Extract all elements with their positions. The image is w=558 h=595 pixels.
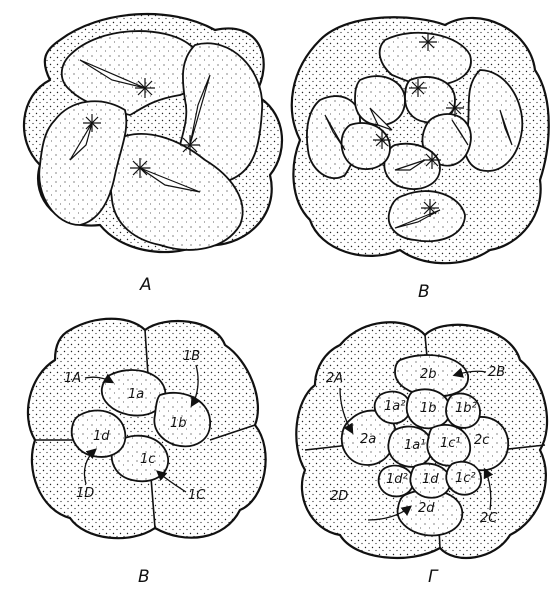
panel-g-label-1b2: 1b² — [455, 401, 477, 416]
panel-g-label-2a: 2a — [360, 432, 376, 447]
panel-a-aster-4 — [130, 158, 150, 178]
panel-g-label-2b: 2b — [420, 367, 437, 382]
panel-b-label-1B: 1B — [183, 349, 200, 364]
panel-g: 2A 2b 2B 1a² 1b 1b² 2a 1a¹ 1c¹ 2c 1d² 1d… — [296, 322, 547, 587]
panel-a-label: A — [139, 275, 152, 295]
panel-g-label-2C: 2C — [480, 511, 498, 526]
panel-g-label-2c: 2c — [474, 433, 489, 448]
panel-g-label-1b: 1b — [420, 401, 437, 416]
panel-g-label-1a1: 1a¹ — [404, 438, 425, 453]
panel-v: В — [292, 17, 549, 302]
panel-g-label: Г — [428, 567, 439, 587]
panel-b-label-1b: 1b — [170, 416, 187, 431]
panel-g-label-1c1: 1c¹ — [440, 436, 461, 451]
panel-b-label-1C: 1C — [188, 488, 206, 503]
panel-v-blastomere-inner-5 — [342, 123, 390, 169]
panel-g-label-1d1: 1d — [422, 472, 439, 487]
panel-a-aster-2 — [180, 135, 200, 155]
panel-b-label-1c: 1c — [140, 452, 155, 467]
panel-b-label-1a: 1a — [128, 387, 144, 402]
panel-g-label-1a2: 1a² — [384, 399, 405, 414]
panel-g-label-2B: 2B — [488, 365, 505, 380]
panel-b-label-1A: 1A — [64, 371, 81, 386]
panel-g-label-2D: 2D — [330, 489, 348, 504]
panel-b: 1A 1a 1B 1b 1d 1c 1D 1C B — [28, 319, 266, 587]
panel-g-label-1c2: 1c² — [455, 471, 476, 486]
panel-a: A — [24, 14, 282, 295]
panel-g-label-1d2: 1d² — [386, 472, 408, 487]
panel-g-label-2d: 2d — [418, 501, 435, 516]
panel-a-aster-1 — [135, 78, 155, 98]
panel-b-label-1D: 1D — [76, 486, 94, 501]
panel-b-label-1d: 1d — [93, 429, 110, 444]
panel-g-label-2A: 2A — [326, 371, 343, 386]
panel-v-label: В — [418, 282, 430, 302]
panel-b-label: B — [138, 567, 150, 587]
